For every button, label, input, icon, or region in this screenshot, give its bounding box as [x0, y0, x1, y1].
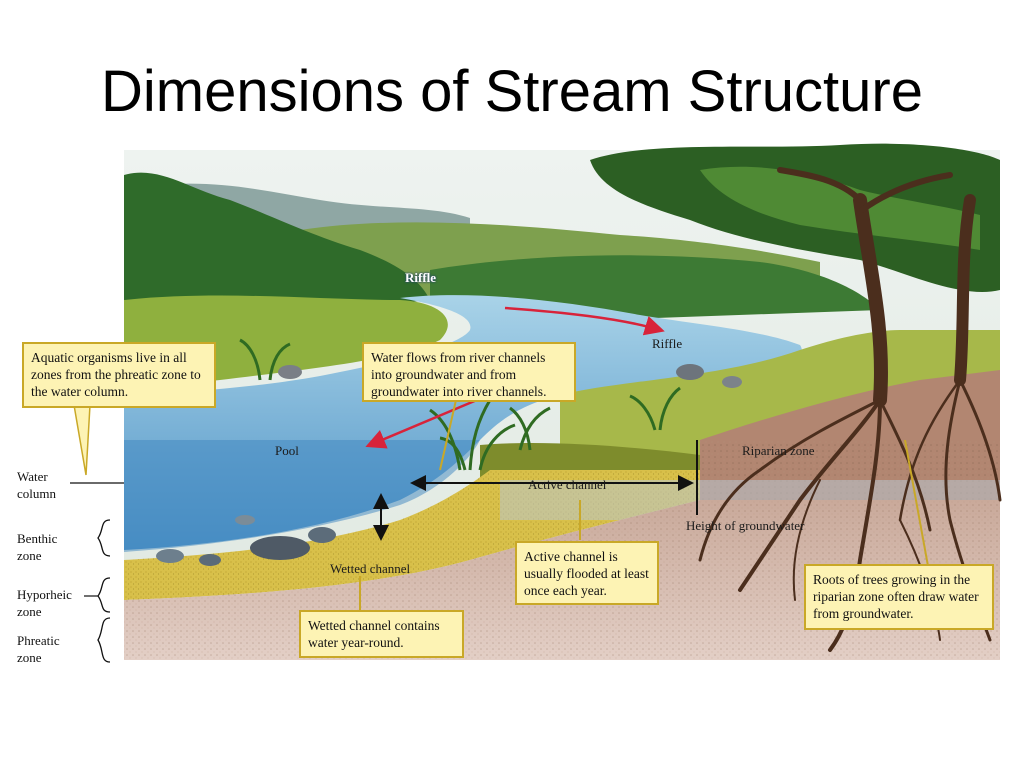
callout-wetted-channel: Wetted channel contains water year-round… [299, 610, 464, 658]
callout-aquatic-organisms: Aquatic organisms live in all zones from… [22, 342, 216, 408]
zone-water-column-line1: Water [17, 469, 48, 484]
zone-hyporheic-line2: zone [17, 604, 42, 619]
active-channel-label: Active channel [528, 477, 607, 492]
riffle-label-mid: Riffle [652, 336, 683, 351]
slide-title: Dimensions of Stream Structure [101, 59, 923, 124]
zone-hyporheic-line1: Hyporheic [17, 587, 72, 602]
wetted-channel-label: Wetted channel [330, 561, 411, 576]
zone-water-column-line2: column [17, 486, 56, 501]
zone-hyporheic: Hyporheic zone [17, 586, 72, 620]
height-of-groundwater-label: Height of groundwater [686, 518, 805, 533]
callout-water-flows: Water flows from river channels into gro… [362, 342, 576, 402]
callout-active-channel: Active channel is usually flooded at lea… [515, 541, 659, 605]
pool-label: Pool [275, 443, 299, 458]
zone-phreatic-line1: Phreatic [17, 633, 60, 648]
zone-benthic: Benthic zone [17, 530, 57, 564]
zone-benthic-line2: zone [17, 548, 42, 563]
callout-tree-roots: Roots of trees growing in the riparian z… [804, 564, 994, 630]
riffle-label-top: Riffle [405, 270, 437, 285]
riparian-zone-label: Riparian zone [742, 443, 815, 458]
zone-water-column: Water column [17, 468, 56, 502]
zone-benthic-line1: Benthic [17, 531, 58, 546]
zone-phreatic: Phreatic zone [17, 632, 60, 666]
zone-phreatic-line2: zone [17, 650, 42, 665]
